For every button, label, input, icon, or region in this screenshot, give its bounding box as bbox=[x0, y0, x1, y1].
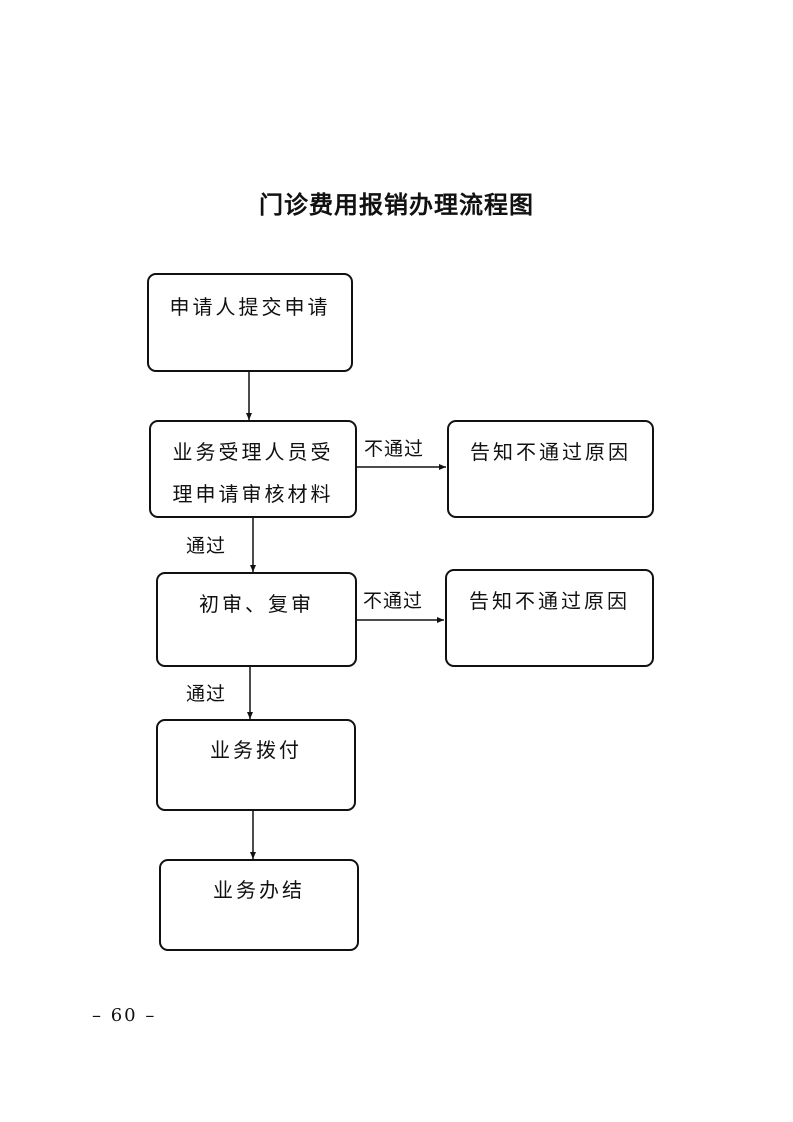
node-review-materials-line-2: 理申请审核材料 bbox=[172, 482, 334, 506]
node-payment-label: 业务拨付 bbox=[210, 738, 302, 762]
node-review-materials: 业务受理人员受 理申请审核材料 bbox=[149, 420, 357, 518]
node-payment: 业务拨付 bbox=[156, 719, 356, 811]
edge-label-pass-1: 通过 bbox=[186, 535, 227, 557]
node-reject-reason-2-label: 告知不通过原因 bbox=[469, 589, 630, 613]
edge-label-pass-2: 通过 bbox=[186, 683, 227, 705]
page-number: – 60 – bbox=[92, 1005, 157, 1026]
node-initial-recheck: 初审、复审 bbox=[156, 572, 357, 667]
page-title: 门诊费用报销办理流程图 bbox=[259, 191, 534, 219]
node-reject-reason-1-label: 告知不通过原因 bbox=[470, 440, 631, 464]
node-review-materials-line-1: 业务受理人员受 bbox=[172, 440, 334, 464]
node-reject-reason-2: 告知不通过原因 bbox=[445, 569, 654, 667]
node-submit-application-label: 申请人提交申请 bbox=[169, 295, 331, 319]
edge-label-fail-2: 不通过 bbox=[363, 590, 424, 612]
node-complete: 业务办结 bbox=[159, 859, 359, 951]
edge-label-fail-1: 不通过 bbox=[364, 438, 425, 460]
node-submit-application: 申请人提交申请 bbox=[147, 273, 353, 372]
node-reject-reason-1: 告知不通过原因 bbox=[447, 420, 654, 518]
node-complete-label: 业务办结 bbox=[213, 878, 305, 902]
node-initial-recheck-label: 初审、复审 bbox=[199, 592, 314, 616]
